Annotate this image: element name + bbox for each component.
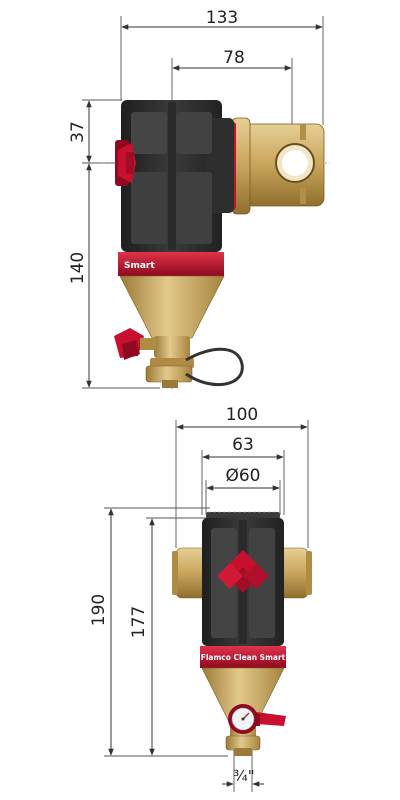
separator-body — [121, 100, 234, 252]
air-vent-knob-icon — [115, 140, 136, 186]
dimension-label-three-quarter-inch: ¾" — [233, 767, 254, 785]
drain-cap-wire — [185, 347, 244, 387]
dimension-label-78: 78 — [223, 48, 245, 68]
brand-label-flamco-clean-smart: Flamco Clean Smart — [201, 653, 286, 662]
brass-funnel — [119, 275, 225, 388]
red-band: Smart — [118, 252, 224, 276]
red-band-front: Flamco Clean Smart — [200, 646, 286, 668]
brass-side-connections — [172, 547, 312, 599]
bottom-view: 100 63 Ø60 190 177 — [89, 405, 312, 792]
dimension-drain-size: ¾" — [222, 750, 264, 792]
separator-body-front — [202, 511, 284, 646]
dimension-label-diameter-60: Ø60 — [225, 466, 260, 486]
pressure-gauge-icon — [228, 704, 258, 734]
dimension-label-177: 177 — [129, 606, 149, 638]
dimension-diameter: Ø60 — [205, 466, 281, 515]
brass-pipe-connection — [227, 117, 325, 215]
dimension-center-to-bottom: 140 — [68, 163, 160, 389]
dimension-label-133: 133 — [206, 8, 238, 28]
dimension-outer-width: 100 — [175, 405, 309, 548]
brand-label-smart: Smart — [124, 261, 155, 271]
dimension-label-37: 37 — [68, 121, 88, 143]
dimension-label-140: 140 — [68, 252, 88, 284]
dimension-top-to-center: 37 — [68, 99, 122, 164]
drain-valve-handle-icon — [114, 328, 156, 360]
dimension-body-width: 63 — [201, 435, 285, 515]
dimension-label-100: 100 — [226, 405, 258, 425]
dimension-label-190: 190 — [89, 594, 109, 626]
flamco-logo-icon — [217, 550, 269, 593]
dimension-label-63: 63 — [232, 435, 254, 455]
top-view: 133 78 37 140 — [68, 8, 330, 390]
dimension-body-height: 177 — [129, 517, 210, 756]
dimension-overall-width: 133 — [120, 8, 324, 125]
dimension-total-height: 190 — [89, 507, 228, 757]
dimension-center-to-end: 78 — [171, 48, 293, 125]
